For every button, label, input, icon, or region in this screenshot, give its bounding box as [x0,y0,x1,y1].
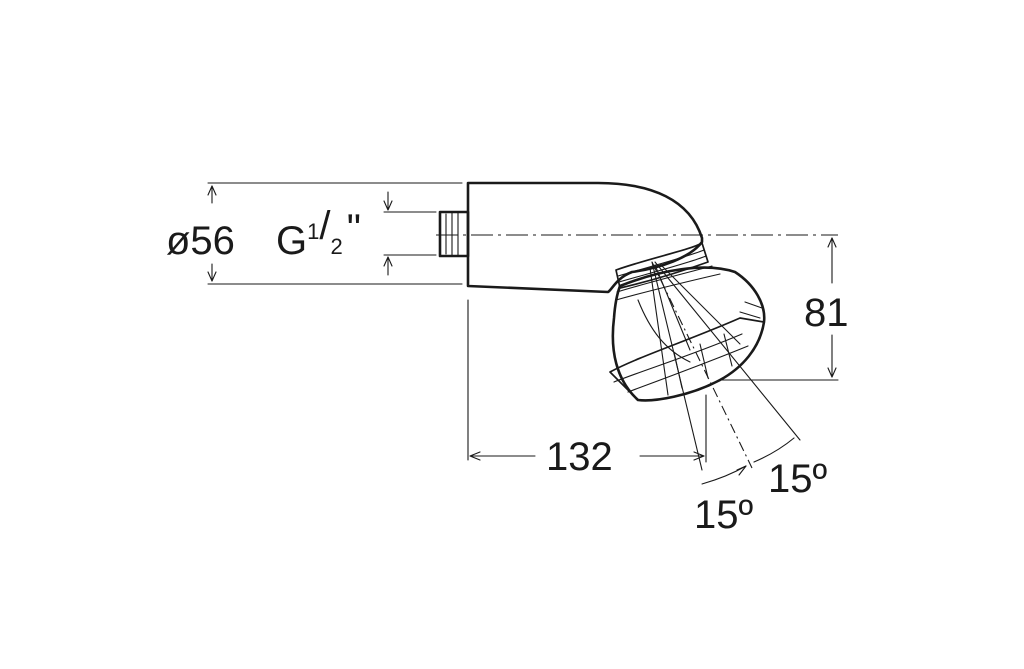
thread-numerator: 1 [307,219,319,244]
thread-dimension-arrows [383,191,393,276]
elbow-body [466,181,704,294]
shower-head [609,263,766,402]
thread-denominator: 2 [331,234,343,259]
thread-suffix: " [347,207,361,251]
angle-left-label: 15º [694,493,753,537]
spray-axis-line [651,261,753,469]
angle-right-label: 15º [768,457,827,501]
angle-arcs [701,437,795,485]
thread-fraction-slash: / [319,204,331,248]
thread-connector [438,210,470,258]
extension-lines [207,182,839,463]
length-dimension-line [469,451,705,461]
diameter-label: ø56 [166,219,235,263]
length-label: 132 [546,435,613,479]
thread-label: G1/2" [276,204,361,263]
diameter-dimension-arrows [207,185,217,282]
spray-angle-lines [651,261,801,471]
height-dimension-line [827,237,837,378]
thread-prefix: G [276,219,307,263]
height-label: 81 [804,291,849,335]
